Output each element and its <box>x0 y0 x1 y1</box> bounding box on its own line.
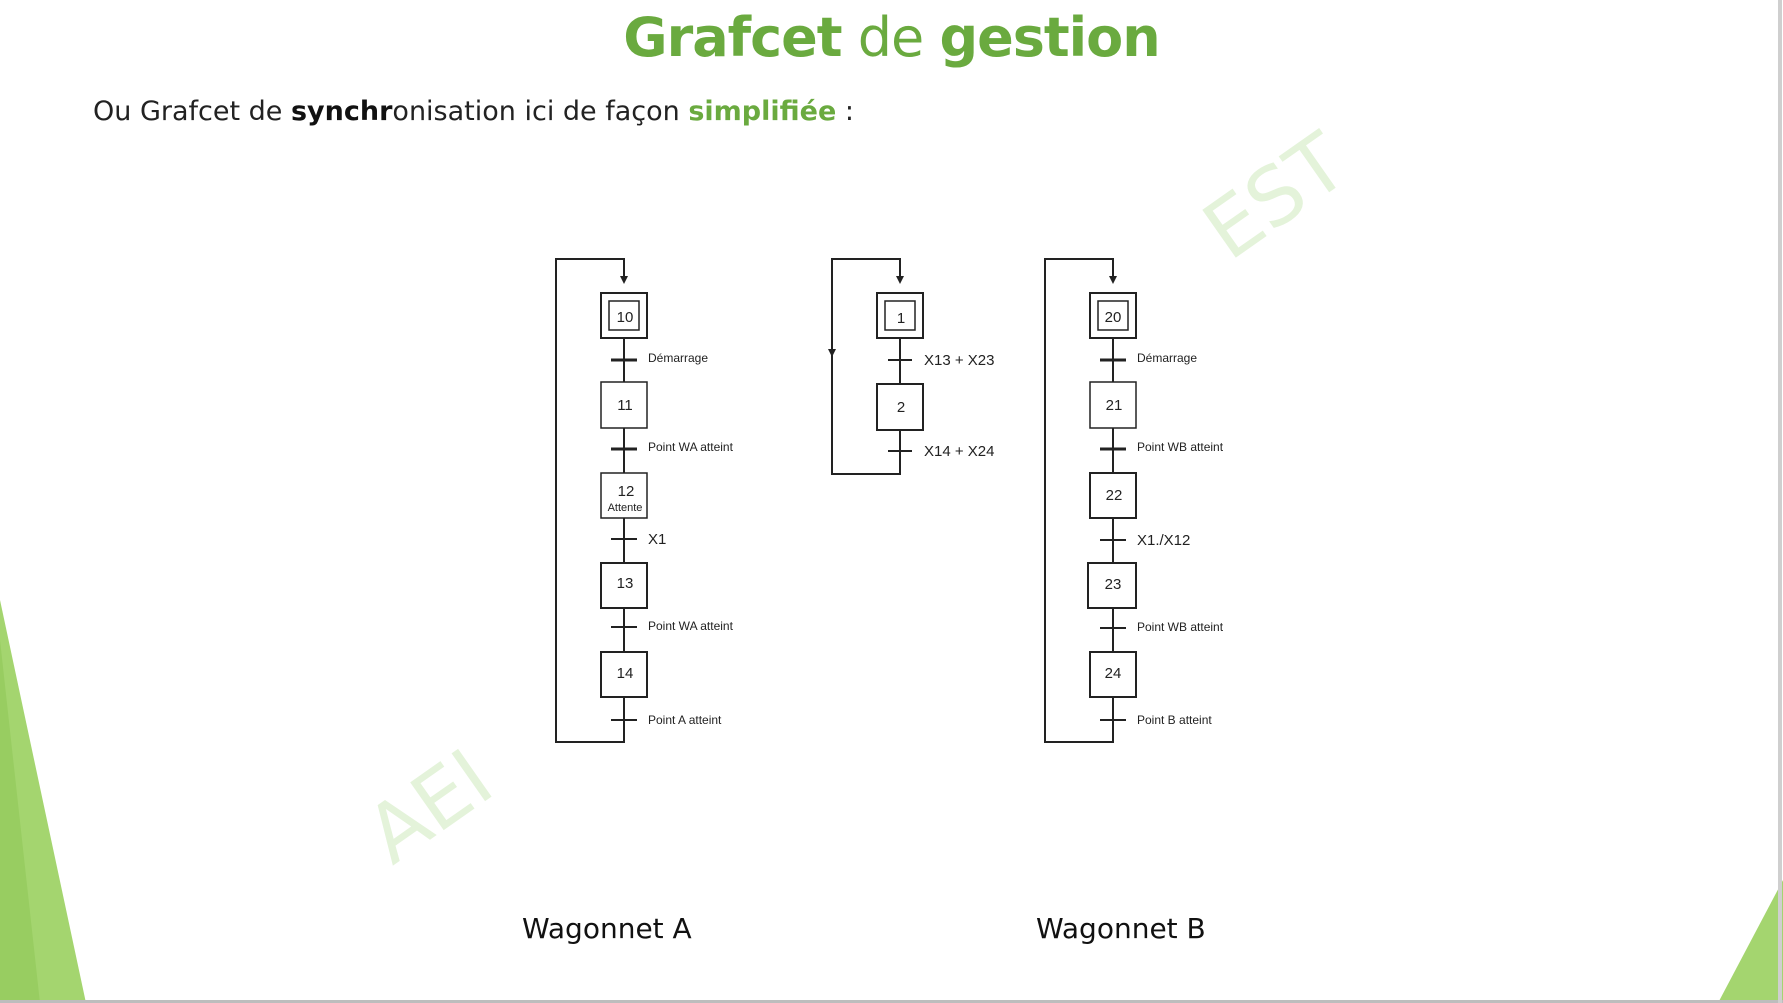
subtitle-part-2: synchr <box>290 96 393 127</box>
step-23-label: 23 <box>1105 576 1122 593</box>
step-box-12 <box>600 472 648 519</box>
step-2-label: 2 <box>897 399 905 416</box>
loop-arrow-sync <box>828 349 836 357</box>
page-title: Grafcet de gestion <box>0 6 1783 69</box>
step-box-2 <box>876 383 924 431</box>
grafcet-a-labels: 10 11 12 Attente 13 14 Démarrage Point W… <box>608 309 734 727</box>
transition-b-3-label: X1./X12 <box>1137 532 1190 549</box>
transition-a-2-label: Point WA atteint <box>648 440 734 454</box>
step-22-label: 22 <box>1106 487 1123 504</box>
subtitle: Ou Grafcet de synchronisation ici de faç… <box>93 96 854 127</box>
transition-a-1-label: Démarrage <box>648 351 708 365</box>
transition-a-4-label: Point WA atteint <box>648 619 734 633</box>
arrow-head-a <box>620 276 628 284</box>
step-box-11 <box>600 381 648 429</box>
caption-wagonnet-b: Wagonnet B <box>1036 912 1206 945</box>
step-box-1-inner <box>884 300 916 331</box>
step-box-24 <box>1089 651 1137 698</box>
grafcet-synchronisation <box>828 258 924 475</box>
bottom-border <box>0 1000 1783 1003</box>
grafcet-sync-labels: 1 2 X13 + X23 X14 + X24 <box>897 310 995 460</box>
caption-wagonnet-a: Wagonnet A <box>522 912 692 945</box>
step-21-label: 21 <box>1106 397 1123 414</box>
transition-sync-2-label: X14 + X24 <box>924 443 994 460</box>
step-box-14 <box>600 651 648 698</box>
step-20-label: 20 <box>1105 309 1122 326</box>
step-box-20-inner <box>1097 300 1129 331</box>
subtitle-part-5: : <box>836 96 854 127</box>
transition-a-3-label: X1 <box>648 531 666 548</box>
loop-line-b <box>1044 258 1114 743</box>
right-border <box>1778 0 1782 1003</box>
arrow-head-sync <box>896 276 904 284</box>
step-box-10 <box>600 292 648 339</box>
grafcet-b-labels: 20 21 22 23 24 Démarrage Point WB attein… <box>1105 309 1224 727</box>
step-box-1 <box>876 292 924 339</box>
right-green-triangle <box>1718 880 1783 1003</box>
step-11-label: 11 <box>617 397 633 414</box>
step-10-label: 10 <box>617 309 634 326</box>
loop-line-sync <box>831 258 901 475</box>
title-part-2: de <box>841 6 940 69</box>
step-1-label: 1 <box>897 310 905 327</box>
transition-sync-1-label: X13 + X23 <box>924 352 994 369</box>
step-14-label: 14 <box>617 665 634 682</box>
step-box-13 <box>600 562 648 609</box>
arrow-head-b <box>1109 276 1117 284</box>
step-box-22 <box>1089 472 1137 519</box>
step-box-20 <box>1089 292 1137 339</box>
transition-b-1-label: Démarrage <box>1137 351 1197 365</box>
step-12-label: 12 <box>618 483 635 500</box>
title-part-1: Grafcet <box>623 6 842 69</box>
subtitle-part-3: onisation ici de façon <box>392 96 689 127</box>
step-box-10-inner <box>608 300 640 331</box>
step-box-23 <box>1087 562 1137 609</box>
step-13-label: 13 <box>617 575 634 592</box>
transition-b-4-label: Point WB atteint <box>1137 620 1224 634</box>
subtitle-part-4: simplifiée <box>688 96 837 127</box>
transition-b-5-label: Point B atteint <box>1137 713 1212 727</box>
grafcet-wagonnet-b <box>1044 258 1137 743</box>
transition-b-2-label: Point WB atteint <box>1137 440 1224 454</box>
transition-a-5-label: Point A atteint <box>648 713 722 727</box>
step-24-label: 24 <box>1105 665 1122 682</box>
step-12-note: Attente <box>608 502 643 514</box>
loop-line-a <box>555 258 625 743</box>
step-box-21 <box>1089 381 1137 429</box>
subtitle-part-1: Ou Grafcet de <box>93 96 291 127</box>
grafcet-wagonnet-a <box>555 258 648 743</box>
title-part-3: gestion <box>939 6 1160 69</box>
left-green-triangle-shade <box>0 640 40 1003</box>
